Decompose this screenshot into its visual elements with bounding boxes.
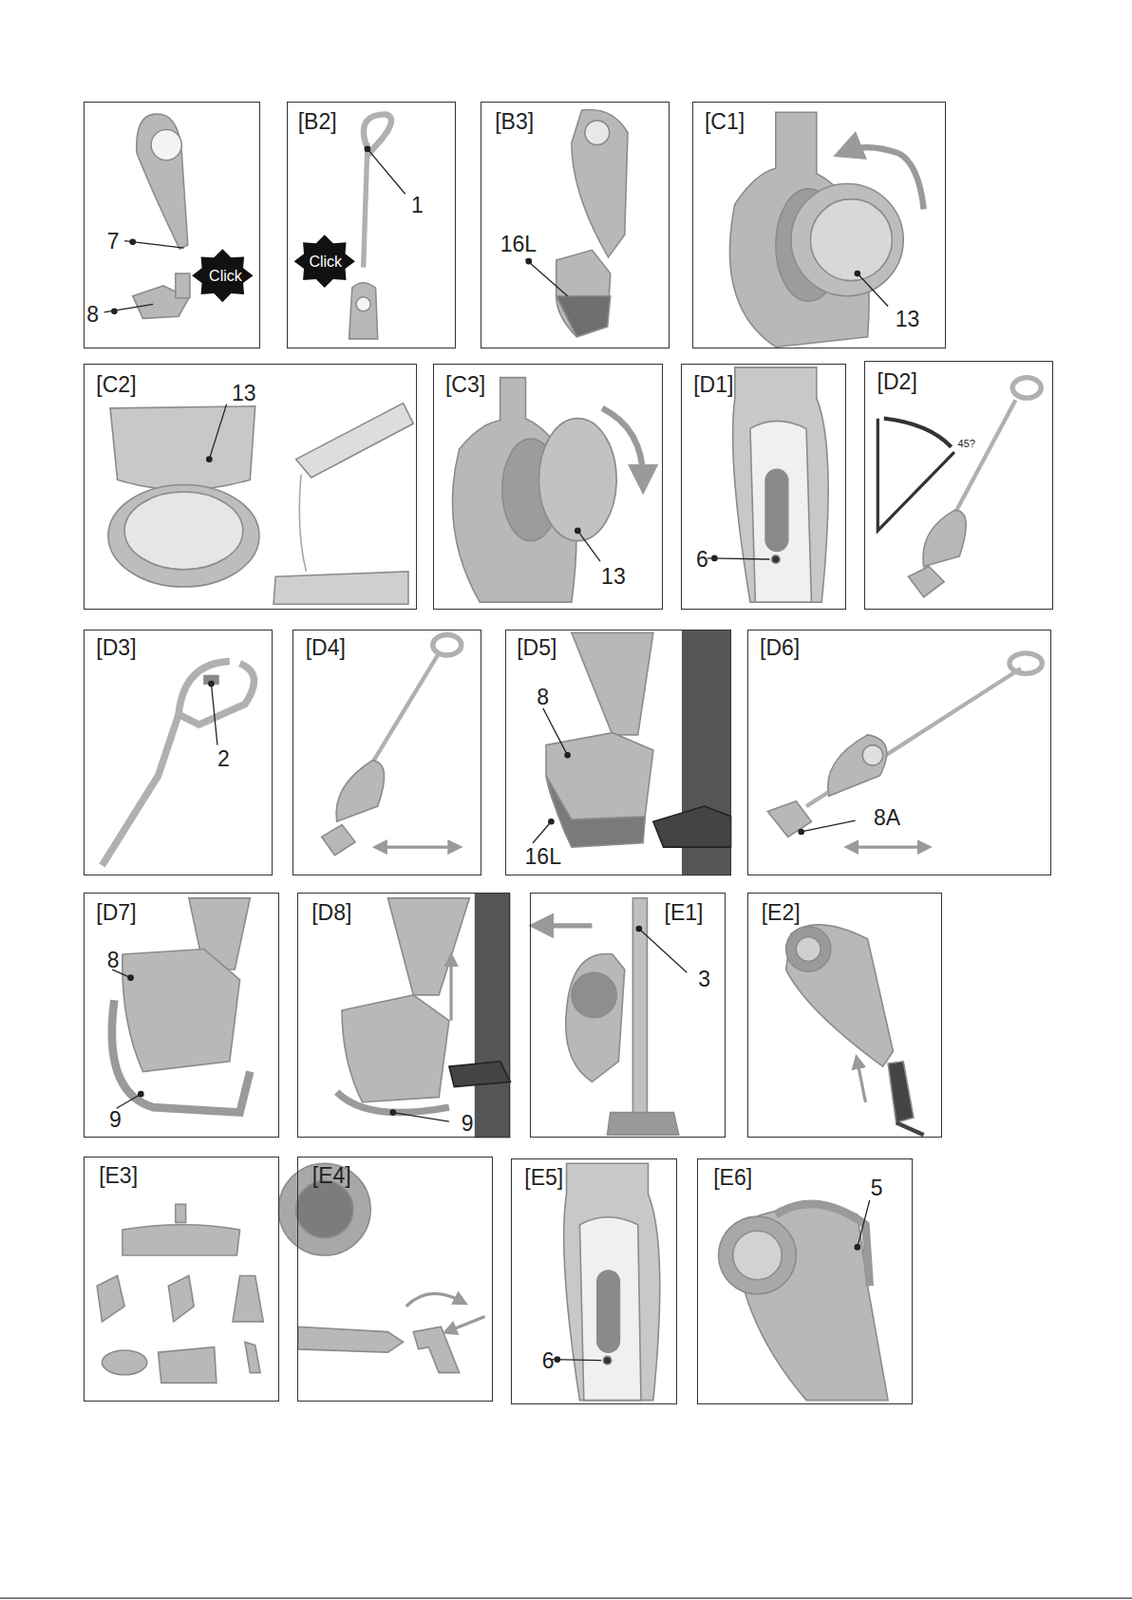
- figure-label: [D8]: [311, 901, 352, 924]
- figure-label: [C2]: [95, 374, 136, 397]
- figure-label: [B3]: [494, 110, 534, 133]
- figure-panel: [E1] 3: [529, 892, 726, 1138]
- click-burst-text: Click: [208, 268, 243, 284]
- figure-label: [E1]: [664, 901, 704, 924]
- figure-label: [E3]: [98, 1165, 138, 1188]
- figure-panel: [D4]: [292, 629, 482, 876]
- figure-panel: [C2] 13: [83, 363, 416, 610]
- figure-panel: [B2] 1Click: [286, 101, 456, 348]
- figure-panel: [D8] 9: [297, 892, 511, 1138]
- callout-number: 9: [109, 1109, 122, 1132]
- figure-panel: [E5] 6: [510, 1158, 677, 1405]
- figure-label: [D1]: [693, 374, 734, 397]
- angle-label: 45?: [958, 438, 976, 450]
- figure-label: [E2]: [761, 901, 801, 924]
- callout-number: 2: [217, 747, 230, 770]
- figure-label: [D4]: [305, 637, 346, 660]
- callout-number: 1: [411, 193, 424, 216]
- figure-label: [D7]: [95, 901, 136, 924]
- callout-number: 6: [542, 1349, 555, 1372]
- callout-number: 13: [601, 566, 626, 588]
- figure-label: [C3]: [445, 374, 486, 397]
- callout-number: 16L: [500, 232, 537, 255]
- figure-panel: [C3] 13: [433, 363, 663, 610]
- callout-number: 3: [698, 967, 711, 990]
- figure-panel: [E4]: [297, 1156, 493, 1402]
- figure-label: [B2]: [298, 110, 338, 133]
- callout-number: 16L: [525, 845, 562, 868]
- figure-label: [D5]: [516, 637, 557, 660]
- figure-panel: [E2]: [747, 892, 943, 1138]
- figure-label: [D2]: [877, 370, 918, 393]
- callout-number: 5: [870, 1177, 884, 1200]
- callout-number: 7: [107, 229, 120, 252]
- figure-panel: [D7] 8 9: [83, 892, 280, 1138]
- figure-label: [D6]: [759, 637, 800, 660]
- callout-number: 13: [231, 381, 257, 404]
- figure-label: [E4]: [312, 1165, 352, 1188]
- figure-panel: [D1] 6: [680, 363, 847, 610]
- figure-panel: [E3]: [83, 1156, 280, 1402]
- callout-number: 6: [696, 547, 709, 570]
- figure-panel: 7 8 Click: [83, 101, 261, 348]
- click-burst-text: Click: [308, 254, 342, 270]
- callout-number: 9: [461, 1113, 474, 1135]
- callout-number: 8: [107, 949, 120, 972]
- callout-number: 8A: [873, 806, 901, 829]
- figure-panel: [D5] 8 16L: [505, 629, 732, 876]
- figure-panel: [B3] 16L: [480, 101, 670, 348]
- figure-label: [E6]: [713, 1167, 753, 1189]
- figure-label: [D3]: [95, 637, 136, 660]
- callout-number: 13: [895, 308, 921, 331]
- figure-label: [E5]: [524, 1167, 564, 1189]
- callout-number: 8: [536, 686, 549, 709]
- figure-label: [C1]: [704, 110, 745, 133]
- figure-panel: [D2] 45?: [864, 360, 1054, 609]
- figure-panel: [E6] 5: [697, 1158, 913, 1405]
- figure-panel: [C1] 13: [692, 101, 947, 348]
- callout-number: 8: [86, 302, 99, 325]
- figure-panel: [D3] 2: [83, 629, 273, 876]
- figure-panel: [D6] 8A: [747, 629, 1052, 876]
